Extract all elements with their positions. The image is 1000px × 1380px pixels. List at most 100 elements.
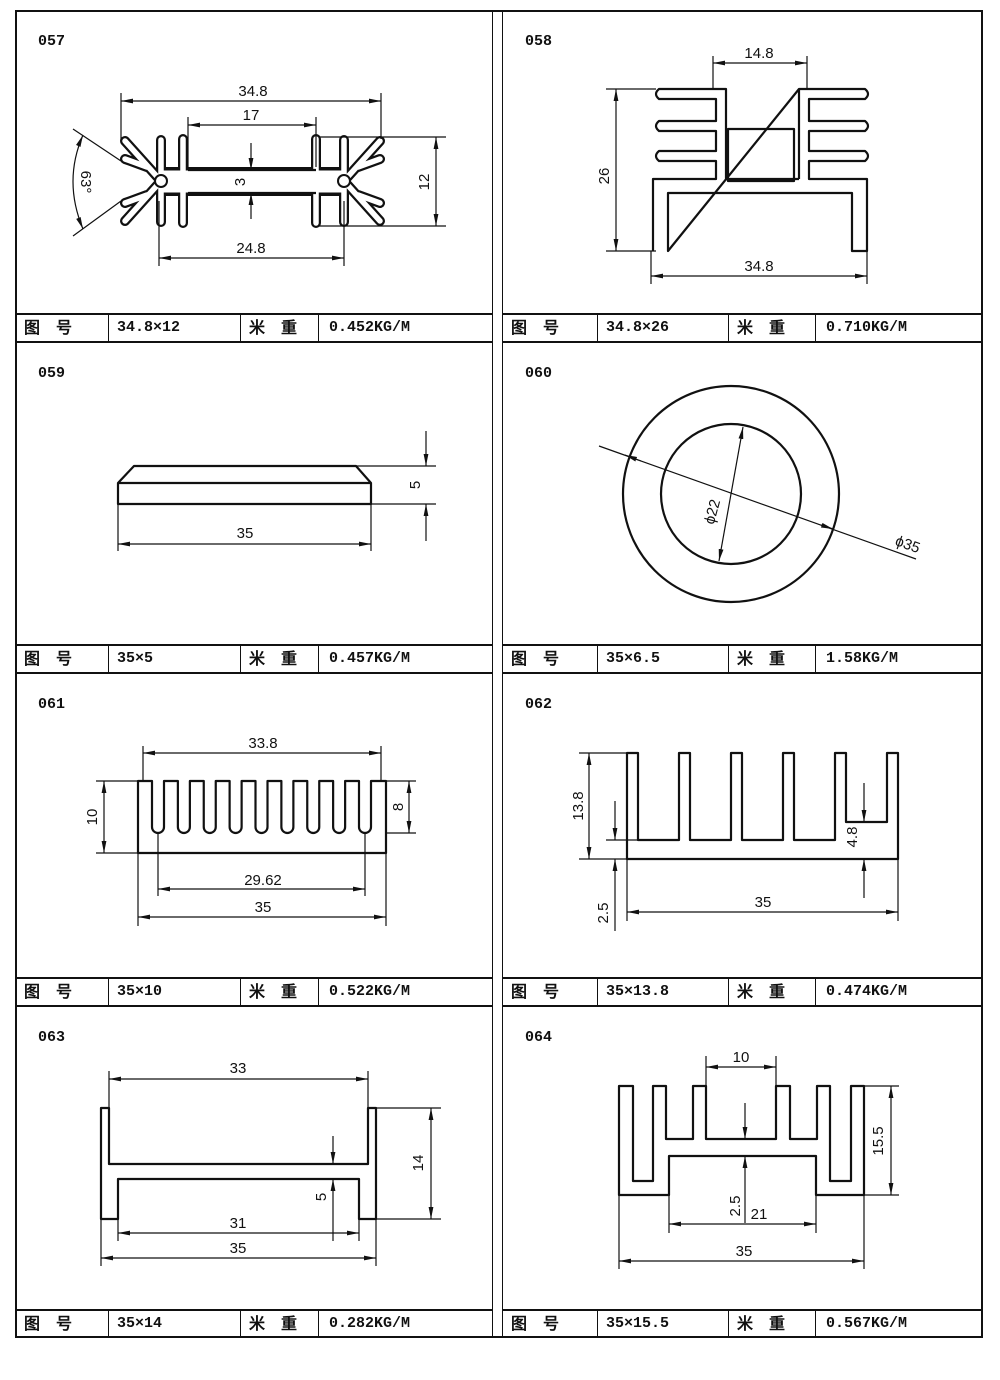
dim-width: 34.8: [744, 258, 773, 275]
profile-drawing-062: 13.8 2.5 4.8 35: [570, 751, 900, 931]
dim-web: 5: [313, 1193, 330, 1201]
profile-drawing-061: 33.8 10 8 29.62 35: [84, 735, 416, 926]
profile-id: 062: [525, 696, 553, 713]
profile-panel-060: ϕ22 ϕ35 060 图 号 35×6.5 米 重 1.58KG/M: [502, 342, 983, 673]
profile-panel-062: 13.8 2.5 4.8 35 062 图 号 35×13.8 米 重 0.47…: [502, 673, 983, 1006]
figure-no-label: 图 号: [503, 315, 598, 341]
weight-value: 0.474KG/M: [826, 983, 908, 1000]
dim-width: 35: [736, 1243, 753, 1260]
figure-no-label: 图 号: [16, 1311, 109, 1337]
dim-top: 14.8: [744, 45, 773, 62]
weight-value: 0.567KG/M: [826, 1315, 908, 1332]
dim-height: 14: [410, 1155, 427, 1172]
spec-table: 图 号 34.8×12 米 重 0.452KG/M: [16, 313, 492, 341]
spec-value: 35×14: [109, 1311, 241, 1337]
figure-no-label: 图 号: [503, 646, 598, 672]
heatsink-profile-057: [120, 134, 385, 228]
dim-step: 4.8: [844, 827, 861, 848]
weight-value: 1.58KG/M: [826, 650, 899, 667]
profile-panel-057: 34.8 17 3 12 24.8 63° 057 图 号 34.8×12 米 …: [15, 10, 493, 342]
profile-panel-058: 14.8 26 34.8 058 图 号 34.8×26 米 重 0.710KG…: [502, 10, 983, 342]
dim-width: 35: [755, 894, 772, 911]
unit-weight-label: 米 重: [729, 979, 816, 1005]
spec-table: 图 号 35×14 米 重 0.282KG/M: [16, 1309, 492, 1337]
unit-weight-label: 米 重: [241, 646, 319, 672]
heatsink-profile-059: [116, 464, 373, 506]
dim-slot: 10: [733, 1049, 750, 1066]
weight-value: 0.710KG/M: [826, 319, 908, 336]
spec-value: 35×13.8: [598, 979, 729, 1005]
dim-web: 3: [232, 178, 249, 186]
spec-table: 图 号 34.8×26 米 重 0.710KG/M: [503, 313, 982, 341]
dim-height: 12: [416, 174, 433, 191]
dim-gap: 17: [243, 107, 260, 124]
unit-weight-label: 米 重: [241, 979, 319, 1005]
dim-outer-diameter: ϕ35: [893, 532, 922, 557]
dim-inner: 29.62: [244, 872, 282, 889]
profile-panel-064: 10 15.5 2.5 21 35 064 图 号 35×15.5 米 重 0.…: [502, 1006, 983, 1338]
heatsink-profile-064: [617, 1084, 866, 1197]
dim-top: 33: [230, 1060, 247, 1077]
profile-panel-061: 33.8 10 8 29.62 35 061 图 号 35×10 米 重 0.5…: [15, 673, 493, 1006]
dim-height: 10: [84, 809, 101, 826]
dim-fin: 8: [390, 803, 407, 811]
spec-value: 35×15.5: [598, 1311, 729, 1337]
dim-angle: 63°: [77, 171, 94, 194]
dim-width: 34.8: [238, 83, 267, 100]
dim-width: 35: [230, 1240, 247, 1257]
spec-value: 35×10: [109, 979, 241, 1005]
dim-inner: 31: [230, 1215, 247, 1232]
weight-value: 0.452KG/M: [329, 319, 411, 336]
heatsink-profile-062: [625, 751, 900, 861]
weight-value: 0.522KG/M: [329, 983, 411, 1000]
unit-weight-label: 米 重: [241, 1311, 319, 1337]
spec-table: 图 号 35×13.8 米 重 0.474KG/M: [503, 977, 982, 1005]
dim-top: 33.8: [248, 735, 277, 752]
figure-no-label: 图 号: [503, 1311, 598, 1337]
spec-value: 34.8×12: [109, 315, 241, 341]
spec-table: 图 号 35×6.5 米 重 1.58KG/M: [503, 644, 982, 672]
figure-no-label: 图 号: [16, 979, 109, 1005]
dim-inner: 21: [751, 1206, 768, 1223]
dim-web: 2.5: [727, 1196, 744, 1217]
dim-width: 35: [255, 899, 272, 916]
dim-inner-diameter: ϕ22: [701, 498, 724, 527]
dim-base: 2.5: [595, 903, 612, 924]
ring-profile-060: [621, 384, 841, 604]
heatsink-profile-058: [651, 87, 870, 253]
unit-weight-label: 米 重: [729, 315, 816, 341]
heatsink-profile-063: [99, 1106, 378, 1221]
unit-weight-label: 米 重: [241, 315, 319, 341]
profile-id: 064: [525, 1029, 553, 1046]
spec-table: 图 号 35×15.5 米 重 0.567KG/M: [503, 1309, 982, 1337]
profile-id: 059: [38, 365, 66, 382]
profile-id: 061: [38, 696, 66, 713]
profile-drawing-059: 5 35: [116, 431, 436, 551]
profile-drawing-064: 10 15.5 2.5 21 35: [617, 1049, 899, 1269]
profile-drawing-058: 14.8 26 34.8: [596, 45, 870, 284]
spec-value: 34.8×26: [598, 315, 729, 341]
profile-drawing-060: ϕ22 ϕ35: [598, 384, 922, 604]
profile-id: 060: [525, 365, 553, 382]
profile-panel-059: 5 35 059 图 号 35×5 米 重 0.457KG/M: [15, 342, 493, 673]
profile-id: 058: [525, 33, 553, 50]
figure-no-label: 图 号: [16, 315, 109, 341]
heatsink-profile-061: [136, 779, 388, 855]
spec-table: 图 号 35×5 米 重 0.457KG/M: [16, 644, 492, 672]
spec-value: 35×6.5: [598, 646, 729, 672]
dim-height: 15.5: [870, 1126, 887, 1155]
profile-panel-063: 33 14 5 31 35 063 图 号 35×14 米 重 0.282KG/…: [15, 1006, 493, 1338]
dim-height: 5: [407, 481, 424, 489]
unit-weight-label: 米 重: [729, 646, 816, 672]
profile-drawing-057: 34.8 17 3 12 24.8 63°: [72, 83, 446, 266]
unit-weight-label: 米 重: [729, 1311, 816, 1337]
figure-no-label: 图 号: [503, 979, 598, 1005]
dim-height: 26: [596, 168, 613, 185]
spec-value: 35×5: [109, 646, 241, 672]
dim-height: 13.8: [570, 791, 587, 820]
spec-table: 图 号 35×10 米 重 0.522KG/M: [16, 977, 492, 1005]
weight-value: 0.282KG/M: [329, 1315, 411, 1332]
profile-id: 057: [38, 33, 66, 50]
profile-id: 063: [38, 1029, 66, 1046]
profile-drawing-063: 33 14 5 31 35: [99, 1060, 441, 1266]
